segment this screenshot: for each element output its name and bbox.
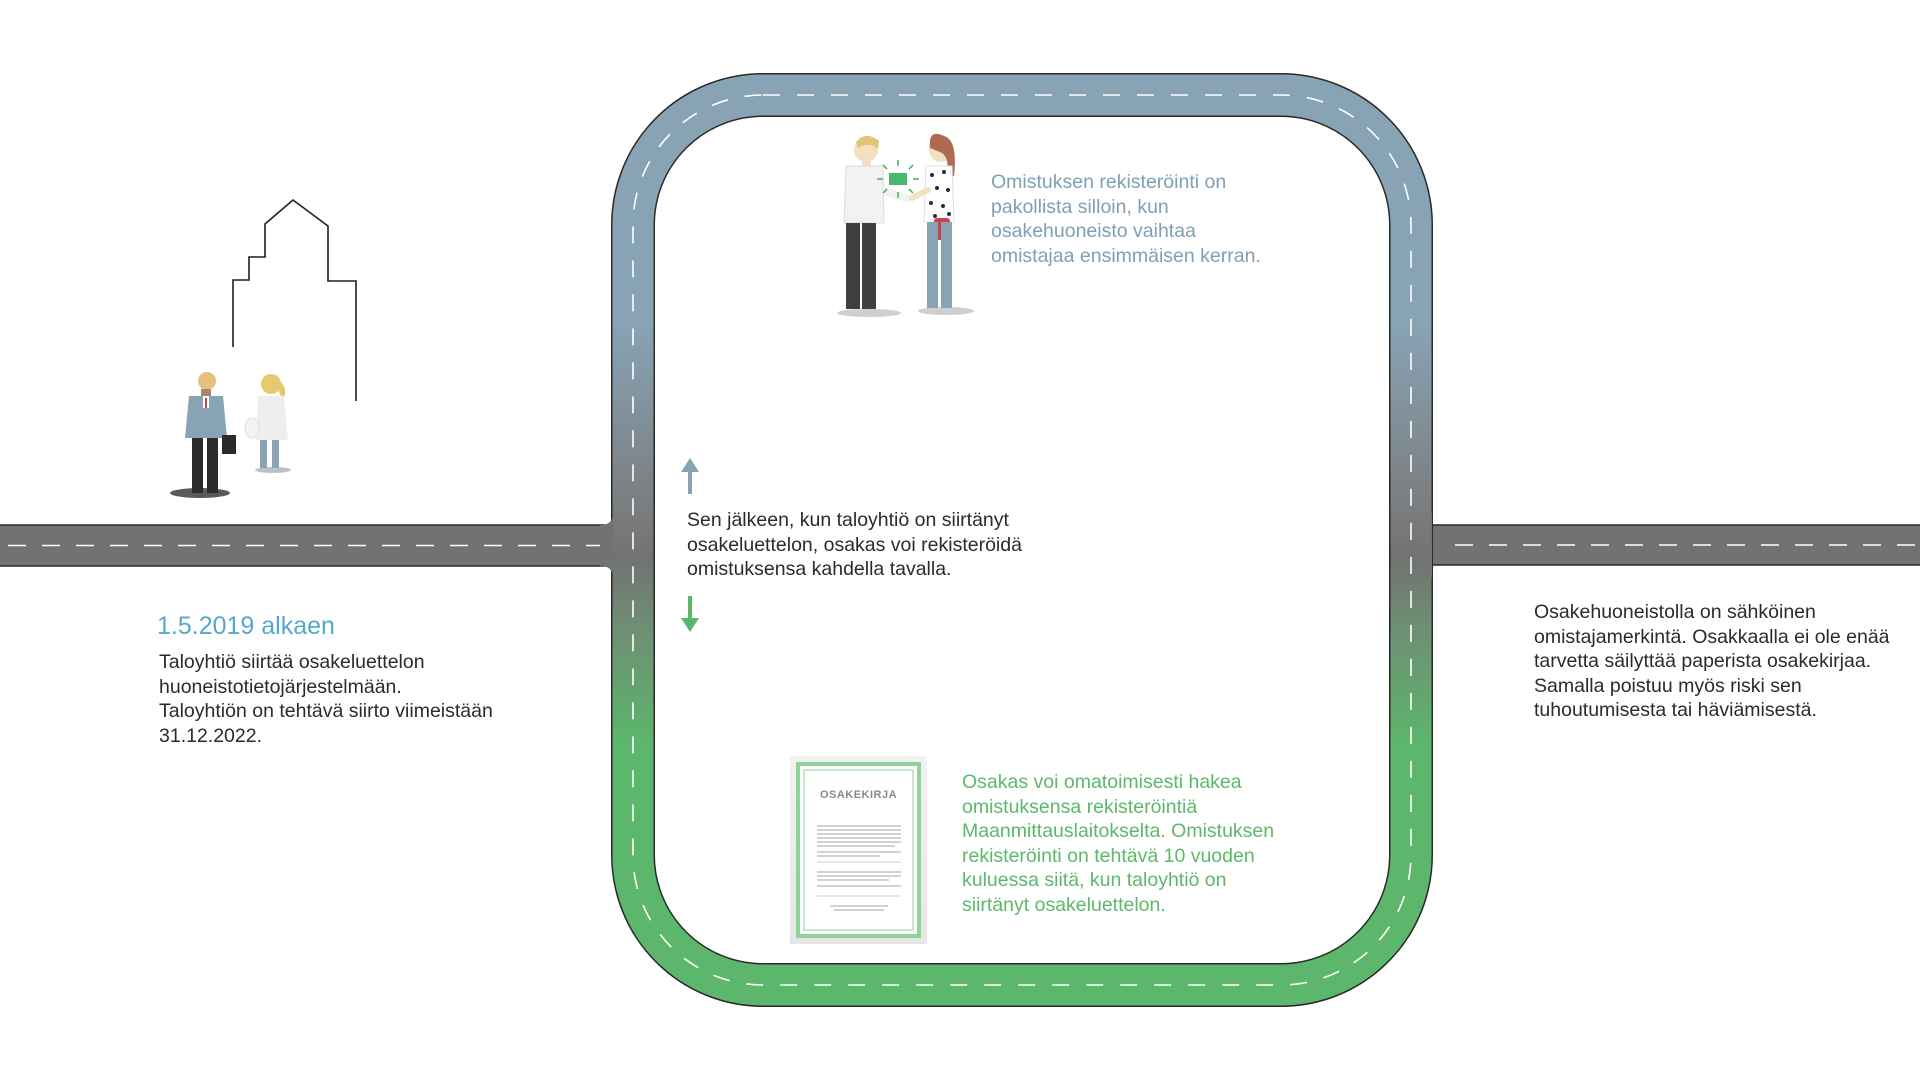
top-loop-line: osakehuoneisto vaihtaa (991, 220, 1196, 242)
road-left (0, 524, 640, 567)
right-line: tarvetta säilyttää paperista osakekirjaa… (1534, 650, 1872, 672)
right-description: Osakehuoneistolla on sähköinen omistajam… (1534, 600, 1890, 723)
middle-line: osakeluettelon, osakas voi rekisteröidä (687, 533, 1022, 556)
right-line: Osakehuoneistolla on sähköinen (1534, 601, 1816, 623)
handover-illustration (837, 133, 974, 317)
right-line: omistajamerkintä. Osakkaalla ei ole enää (1534, 625, 1890, 648)
junction-left (600, 515, 613, 576)
road-loop (611, 73, 1433, 1007)
bottom-loop-line: Maanmittauslaitokselta. Omistuksen (962, 820, 1275, 842)
certificate-title: OSAKEKIRJA (819, 789, 898, 801)
left-line: 31.12.2022. (159, 724, 263, 747)
bottom-loop-line: rekisteröinti on tehtävä 10 vuoden (962, 844, 1255, 867)
arrow-up-icon (681, 458, 699, 494)
top-loop-line: pakollista silloin, kun (991, 195, 1169, 218)
building-outline (232, 198, 357, 401)
top-loop-line: Omistuksen rekisteröinti on (991, 171, 1227, 193)
right-line: tuhoutumisesta tai häviämisestä. (1534, 699, 1817, 721)
middle-description: Sen jälkeen, kun taloyhtiö on siirtänyt … (687, 508, 1022, 582)
left-line: Taloyhtiön on tehtävä siirto viimeistään (159, 700, 493, 722)
left-line: Taloyhtiö siirtää osakeluettelon (159, 651, 425, 673)
bottom-loop-line: kuluessa siitä, kun taloyhtiö on (962, 869, 1227, 891)
top-loop-description: Omistuksen rekisteröinti on pakollista s… (991, 170, 1261, 268)
bottom-loop-line: siirtänyt osakeluettelon. (962, 893, 1166, 916)
top-loop-line: omistajaa ensimmäisen kerran. (991, 244, 1261, 267)
road-right (1400, 524, 1920, 566)
junction-right (1430, 505, 1432, 585)
right-line: Samalla poistuu myös riski sen (1534, 674, 1802, 697)
couple-illustration (170, 372, 291, 498)
bottom-loop-description: Osakas voi omatoimisesti hakea omistukse… (962, 770, 1274, 917)
arrow-down-icon (681, 596, 699, 632)
middle-line: omistuksensa kahdella tavalla. (687, 558, 952, 580)
share-certificate-illustration (790, 756, 927, 944)
middle-line: Sen jälkeen, kun taloyhtiö on siirtänyt (687, 509, 1009, 531)
bottom-loop-line: Osakas voi omatoimisesti hakea (962, 771, 1242, 793)
left-description: Taloyhtiö siirtää osakeluettelon huoneis… (159, 650, 493, 748)
left-line: huoneistotietojärjestelmään. (159, 675, 402, 698)
bottom-loop-line: omistuksensa rekisteröintiä (962, 795, 1198, 818)
start-date-heading: 1.5.2019 alkaen (157, 612, 335, 640)
